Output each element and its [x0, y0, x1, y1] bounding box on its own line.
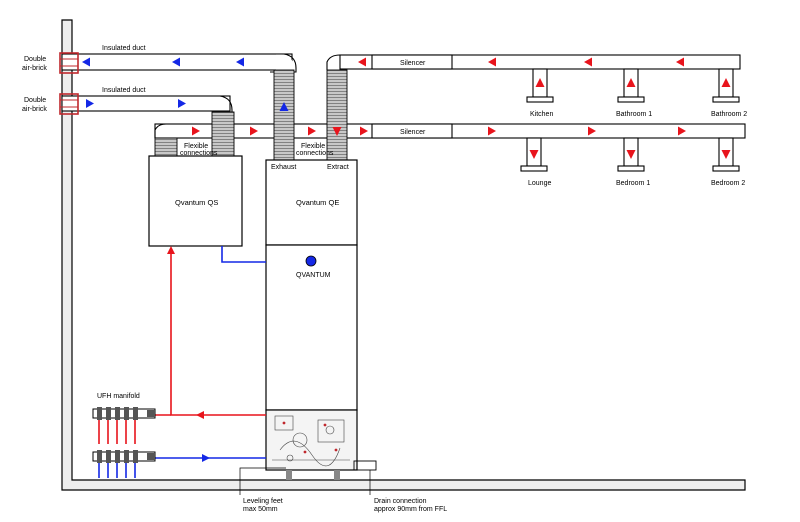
arrow-blue-icon	[86, 99, 94, 108]
room-bedroom2-label: Bedroom 2	[711, 180, 745, 187]
room-lounge-label: Lounge	[528, 180, 551, 187]
qvantum-qe-label: Qvantum QE	[296, 198, 339, 207]
arrow-blue-icon	[178, 99, 186, 108]
insulated-duct-top-label: Insulated duct	[102, 45, 146, 52]
arrow-red-icon	[529, 150, 539, 159]
arrow-blue-icon	[279, 102, 289, 111]
blue-return-pipe	[150, 246, 266, 459]
air-brick-top-icon	[59, 52, 79, 74]
air-brick-bottom-label-2: air-brick	[22, 106, 47, 113]
room-bedroom1-label: Bedroom 1	[616, 180, 650, 187]
arrow-red-icon	[626, 78, 636, 87]
arrow-red-icon	[488, 57, 496, 67]
drain-label-2: approx 90mm from FFL	[374, 506, 447, 513]
arrow-red-icon	[360, 126, 368, 136]
qs-duct-stubs	[154, 111, 235, 157]
insulated-duct-bottom	[61, 95, 233, 126]
arrow-red-icon	[332, 127, 342, 136]
arrow-red-icon	[626, 150, 636, 159]
arrow-red-icon	[721, 150, 731, 159]
arrow-red-icon	[678, 126, 686, 136]
arrow-red-icon	[250, 126, 258, 136]
room-kitchen-label: Kitchen	[530, 111, 553, 118]
extract-duct-network	[326, 54, 741, 103]
air-brick-top-label-1: Double	[24, 56, 46, 63]
flexible-left-label-1: Flexible	[184, 143, 208, 150]
arrow-red-icon	[584, 57, 592, 67]
qvantum-qs-unit	[148, 155, 243, 247]
direction-arrows	[82, 57, 731, 462]
silencer-bottom-label: Silencer	[400, 129, 426, 136]
arrow-blue-icon	[202, 454, 210, 462]
drain-label-1: Drain connection	[374, 498, 427, 505]
flexible-right-label-1: Flexible	[301, 143, 325, 150]
arrow-red-icon	[721, 78, 731, 87]
ufh-manifold-label: UFH manifold	[97, 393, 140, 400]
arrow-red-icon	[488, 126, 496, 136]
arrow-blue-icon	[82, 57, 90, 67]
leader-lines	[239, 467, 371, 495]
air-brick-top-label-2: air-brick	[22, 65, 47, 72]
air-brick-bottom-icon	[59, 93, 79, 115]
exhaust-label: Exhaust	[271, 164, 296, 171]
leveling-feet-label-1: Leveling feet	[243, 498, 283, 505]
insulated-duct-bottom-label: Insulated duct	[102, 87, 146, 94]
arrow-red-icon	[588, 126, 596, 136]
air-brick-bottom-label-1: Double	[24, 97, 46, 104]
flexible-right-label-2: connections	[296, 150, 334, 157]
qvantum-qe-unit	[265, 159, 377, 480]
arrow-red-icon	[308, 126, 316, 136]
arrow-red-icon	[535, 78, 545, 87]
arrow-blue-icon	[172, 57, 180, 67]
room-bathroom2-label: Bathroom 2	[711, 111, 747, 118]
arrow-red-icon	[167, 246, 175, 254]
building-shell	[61, 19, 746, 491]
ufh-manifold	[92, 407, 156, 478]
supply-duct-network	[154, 123, 746, 172]
arrow-red-icon	[192, 126, 200, 136]
arrow-red-icon	[358, 57, 366, 67]
room-bathroom1-label: Bathroom 1	[616, 111, 652, 118]
arrow-red-icon	[676, 57, 684, 67]
qvantum-logo-icon	[305, 255, 317, 267]
flexible-connection-exhaust	[273, 69, 295, 161]
leveling-feet-label-2: max 50mm	[243, 506, 278, 513]
red-flow-pipe	[150, 252, 266, 416]
flexible-left-label-2: connections	[180, 150, 218, 157]
labels: Double air-brick Double air-brick Insula…	[22, 45, 747, 513]
qvantum-logo-label: QVANTUM	[296, 272, 331, 279]
silencer-top-label: Silencer	[400, 60, 426, 67]
extract-label: Extract	[327, 164, 349, 171]
qvantum-qs-label: Qvantum QS	[175, 198, 218, 207]
flexible-connection-extract	[326, 69, 348, 161]
arrow-blue-icon	[236, 57, 244, 67]
arrow-red-icon	[196, 411, 204, 419]
